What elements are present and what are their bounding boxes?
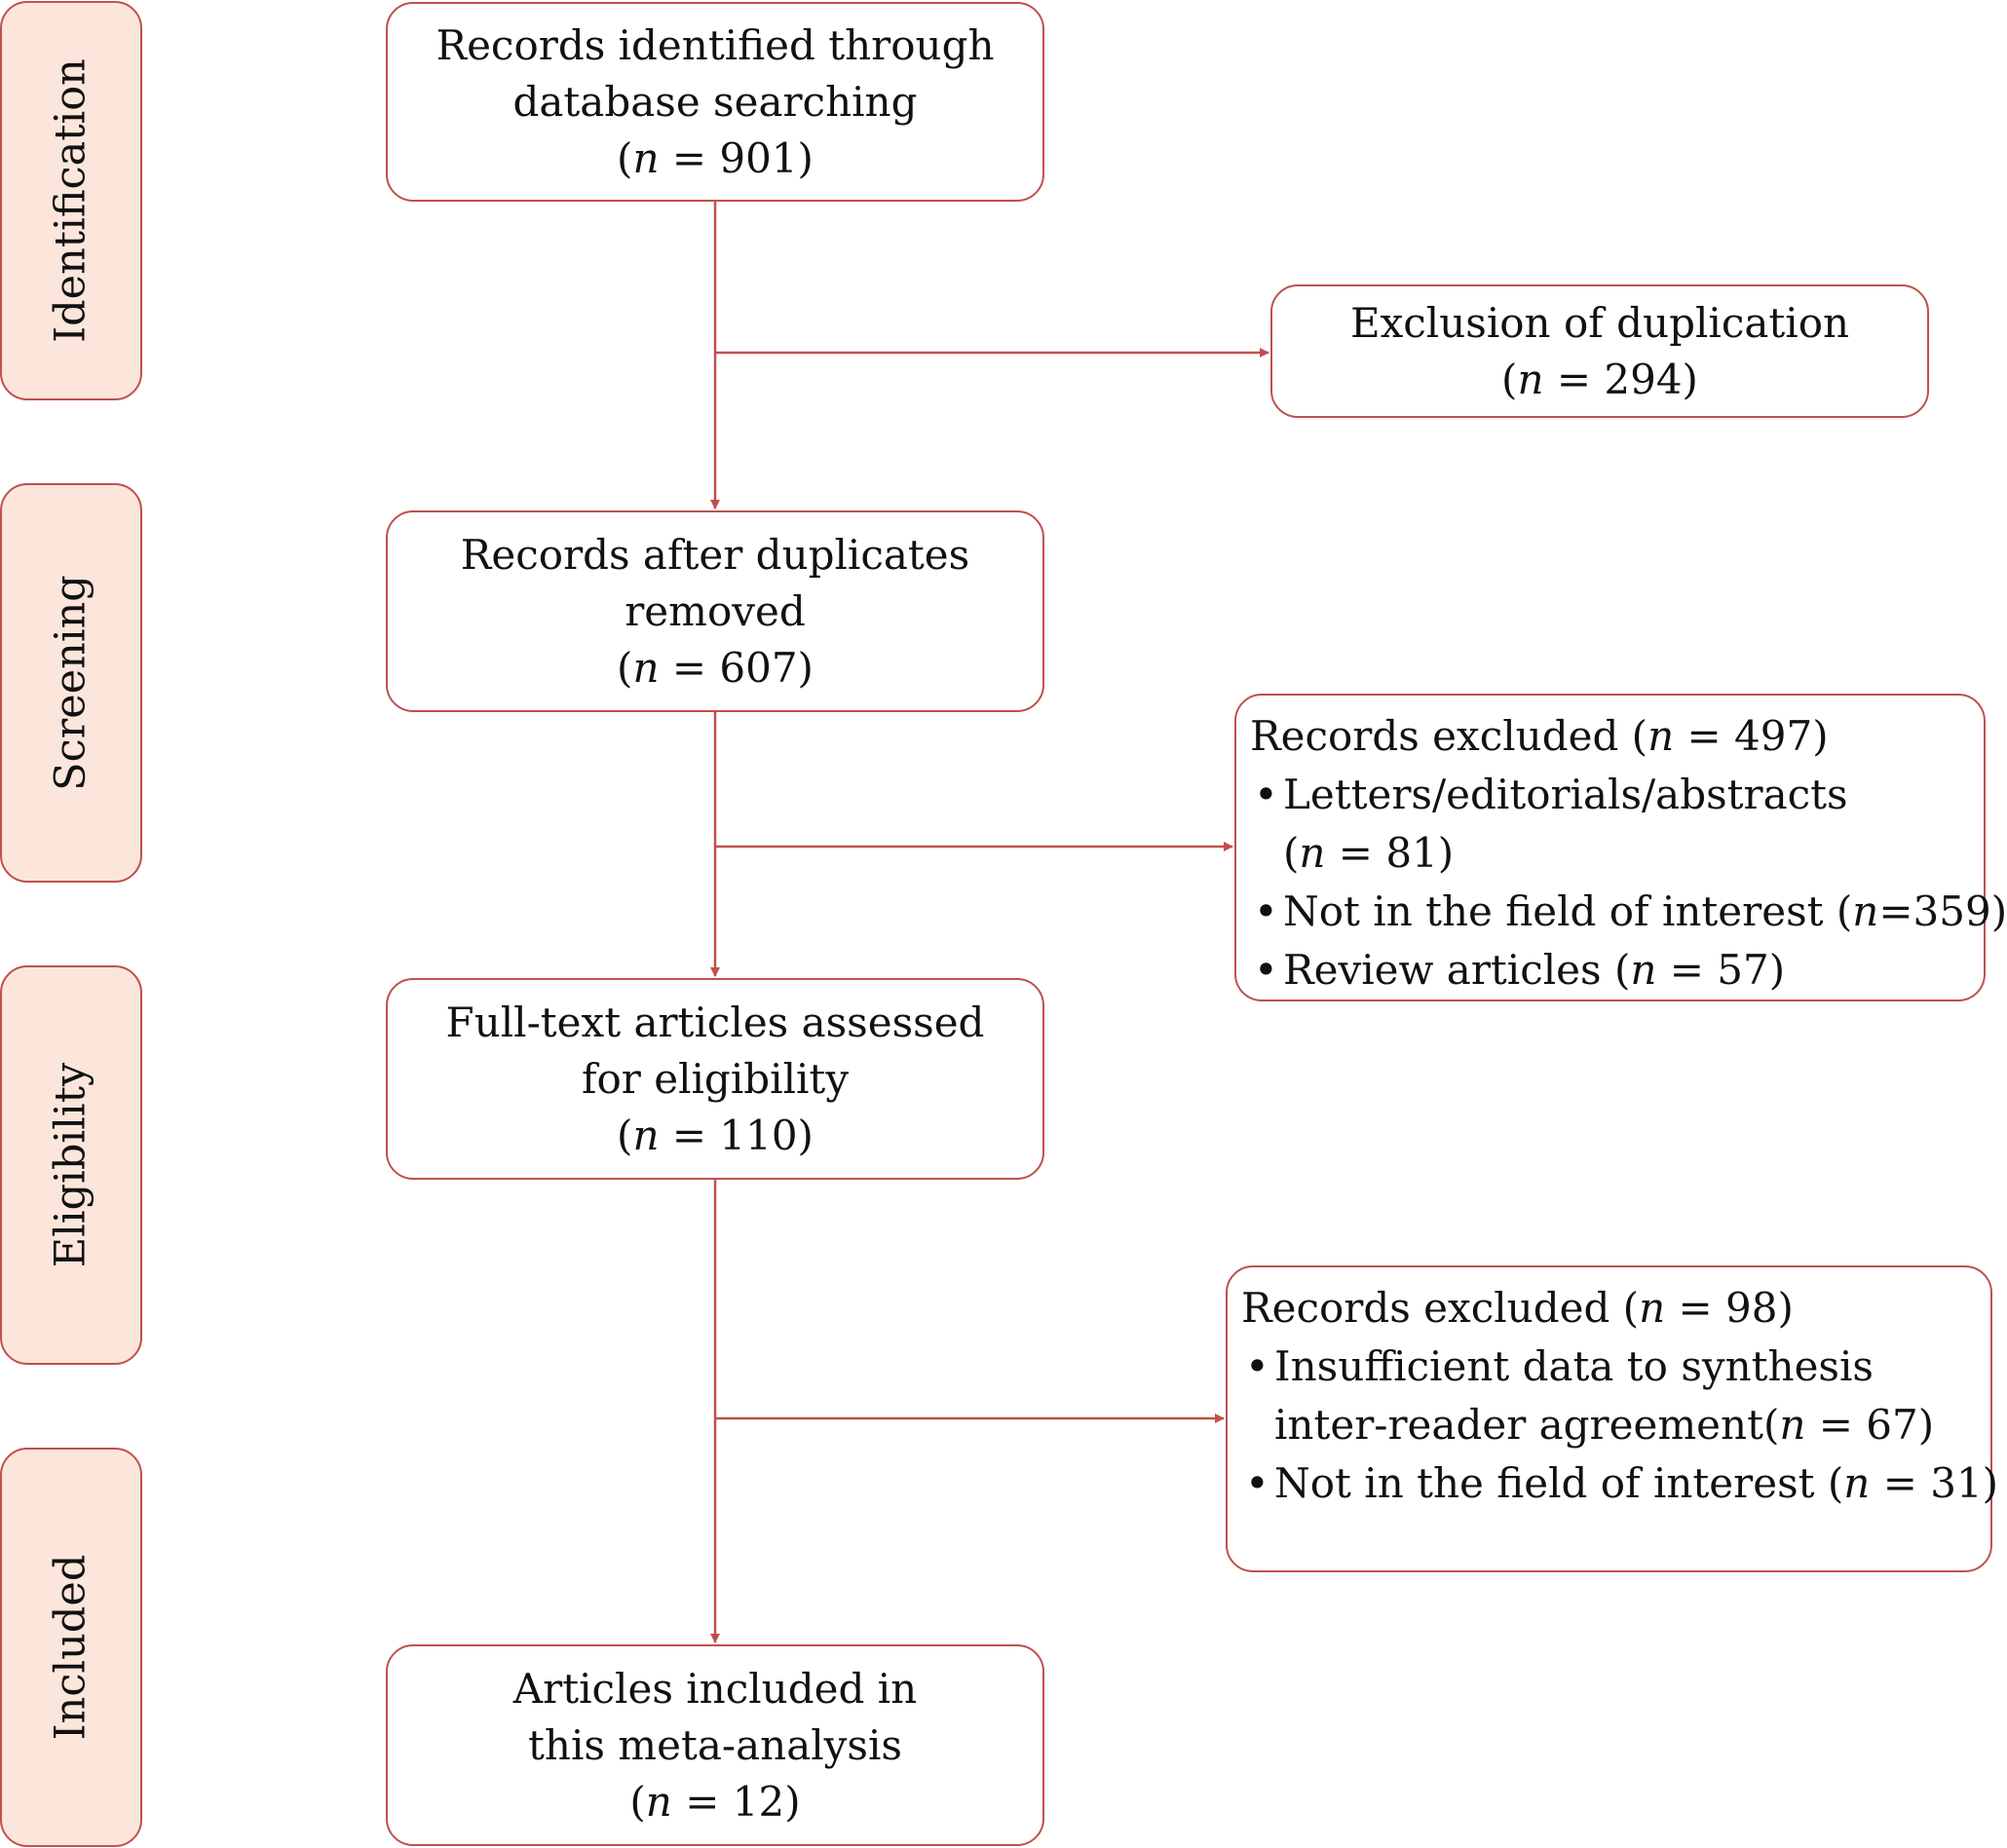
stage-identification: Identification bbox=[0, 1, 142, 400]
exclusion-item-line: Insufficient data to synthesis bbox=[1274, 1342, 1874, 1390]
stage-label: Included bbox=[46, 1554, 95, 1741]
exclusion-item-line: Letters/editorials/abstracts bbox=[1283, 771, 1848, 818]
box-line: (n = 294) bbox=[1501, 355, 1698, 403]
bullet-icon: • bbox=[1245, 1342, 1269, 1390]
box-line: Records after duplicates bbox=[460, 530, 970, 579]
exclusion-item: • Review articles (n = 57) bbox=[1250, 941, 1970, 999]
bullet-icon: • bbox=[1254, 771, 1278, 818]
exclusion-item: • Not in the field of interest (n = 31) bbox=[1241, 1454, 1999, 1513]
box-line: (n = 12) bbox=[629, 1777, 801, 1826]
bullet-icon: • bbox=[1254, 887, 1278, 935]
screening-exclusions-box: Records excluded (n = 497) • Letters/edi… bbox=[1234, 694, 2007, 1001]
box-line: for eligibility bbox=[581, 1054, 850, 1103]
bullet-icon: • bbox=[1245, 1459, 1269, 1507]
full-text-articles-box: Full-text articles assessed for eligibil… bbox=[386, 978, 1044, 1180]
articles-included-box: Articles included in this meta-analysis … bbox=[386, 1644, 1044, 1846]
box-line: Exclusion of duplication bbox=[1349, 298, 1850, 347]
eligibility-exclusions-box: Records excluded (n = 98) • Insufficient… bbox=[1226, 1265, 1999, 1572]
box-line: (n = 110) bbox=[617, 1111, 814, 1159]
records-after-duplicates-box: Records after duplicates removed (n = 60… bbox=[386, 510, 1044, 712]
box-line: database searching bbox=[512, 77, 918, 126]
exclusion-heading: Records excluded (n = 497) bbox=[1250, 712, 1829, 760]
box-line: Records identified through bbox=[435, 20, 995, 69]
box-line: (n = 901) bbox=[617, 133, 814, 182]
bullet-icon: • bbox=[1254, 946, 1278, 994]
stage-label: Screening bbox=[46, 575, 95, 791]
exclusion-item-line: (n = 81) bbox=[1283, 829, 1455, 877]
stage-included: Included bbox=[0, 1448, 142, 1847]
box-line: (n = 607) bbox=[617, 643, 814, 692]
stage-eligibility: Eligibility bbox=[0, 965, 142, 1365]
box-line: Articles included in bbox=[512, 1664, 918, 1713]
exclusion-item: • Not in the field of interest (n=359) bbox=[1250, 883, 2007, 941]
box-line: removed bbox=[625, 586, 806, 635]
exclusion-heading: Records excluded (n = 98) bbox=[1241, 1284, 1794, 1332]
exclusion-item: • Letters/editorials/abstracts (n = 81) bbox=[1250, 766, 1970, 883]
exclusion-item-line: inter-reader agreement(n = 67) bbox=[1274, 1401, 1935, 1449]
stage-label: Identification bbox=[46, 58, 95, 343]
exclusion-item-line: Review articles (n = 57) bbox=[1283, 946, 1786, 994]
stage-label: Eligibility bbox=[46, 1062, 95, 1268]
box-line: this meta-analysis bbox=[528, 1720, 902, 1769]
exclusion-item: • Insufficient data to synthesis inter-r… bbox=[1241, 1338, 1977, 1454]
records-identified-box: Records identified through database sear… bbox=[386, 2, 1044, 202]
exclusion-item-line: Not in the field of interest (n=359) bbox=[1283, 887, 2007, 935]
box-line: Full-text articles assessed bbox=[445, 998, 985, 1046]
exclusion-item-line: Not in the field of interest (n = 31) bbox=[1274, 1459, 1999, 1507]
stage-screening: Screening bbox=[0, 483, 142, 883]
exclusion-of-duplication-box: Exclusion of duplication (n = 294) bbox=[1270, 284, 1929, 418]
